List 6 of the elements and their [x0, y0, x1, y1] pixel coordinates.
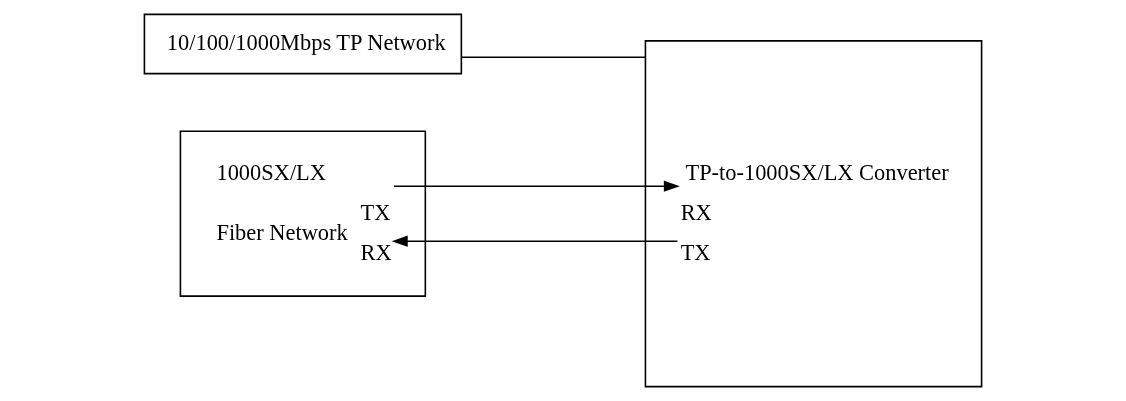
node-box: TP-to-1000SX/LX Converter RX TX — [644, 40, 983, 388]
arrow — [391, 235, 679, 247]
connector — [460, 56, 646, 59]
arrow — [393, 180, 680, 192]
node-box: 1000SX/LX Fiber Network TX RX — [179, 130, 427, 297]
node-box: 10/100/1000Mbps TP Network — [143, 13, 463, 75]
